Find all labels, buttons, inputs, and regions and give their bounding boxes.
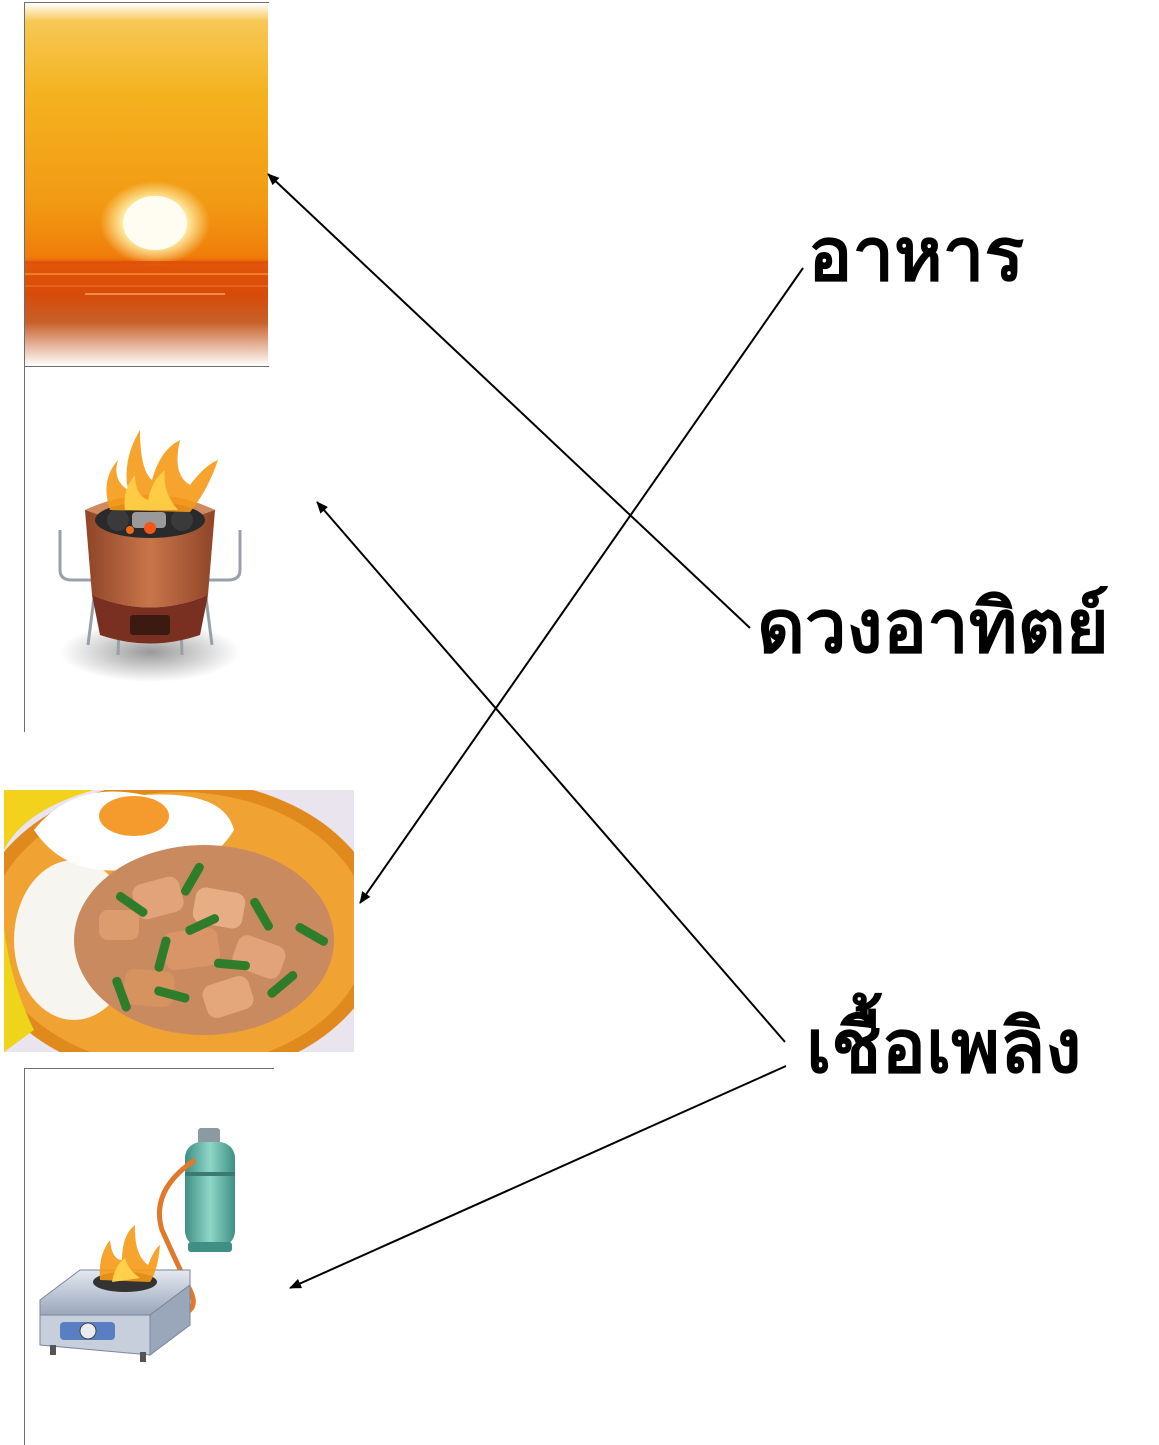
sunset-bottom-divider xyxy=(24,366,269,367)
arrow-fuel-to-gas-stove xyxy=(289,1065,787,1289)
word-food: อาหาร xyxy=(808,212,1025,298)
arrow-food-to-plate xyxy=(359,267,804,904)
gas-top-divider xyxy=(24,1068,274,1069)
arrow-sun-to-sunset xyxy=(267,173,751,629)
word-fuel: เชื้อเพลิง xyxy=(806,1004,1082,1090)
sunset-picture xyxy=(25,3,268,366)
gas-left-divider xyxy=(24,1068,25,1445)
word-sun: ดวงอาทิตย์ xyxy=(757,584,1109,670)
arrow-fuel-to-charcoal-stove xyxy=(316,501,786,1043)
charcoal-stove-picture xyxy=(40,420,260,700)
gas-stove-picture xyxy=(30,1120,275,1380)
food-plate-picture xyxy=(4,790,354,1052)
top-divider xyxy=(24,2,269,3)
left-divider xyxy=(24,2,25,732)
